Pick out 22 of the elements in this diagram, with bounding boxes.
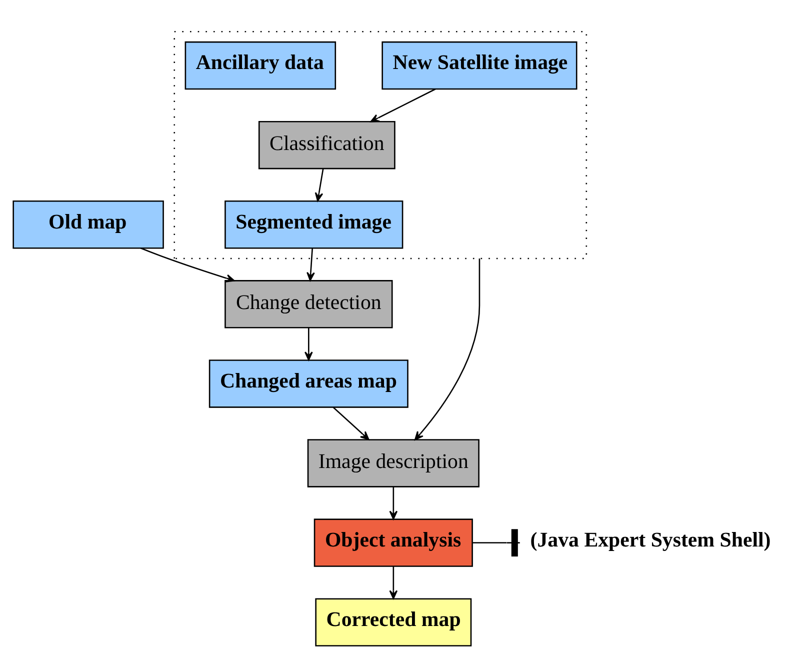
- node-box: Change detection: [224, 280, 393, 328]
- arrow: [389, 486, 398, 520]
- arrow: [140, 247, 235, 282]
- arrow: [304, 327, 313, 360]
- arrow: [332, 406, 370, 440]
- node-box: New Satellite image: [382, 40, 578, 90]
- arrow: [389, 566, 398, 599]
- arrow: [370, 88, 436, 122]
- node-box: Ancillary data: [184, 40, 336, 90]
- node-box: Image description: [307, 438, 480, 487]
- node-box: Classification: [258, 120, 396, 169]
- node-box: Changed areas map: [208, 359, 408, 408]
- arrow: [314, 168, 324, 201]
- connector: [472, 528, 520, 556]
- node-box: Object analysis: [314, 518, 473, 566]
- arrow: [306, 248, 315, 281]
- node-text: (Java Expert System Shell): [530, 526, 771, 551]
- node-box: Old map: [12, 200, 164, 248]
- node-box: Segmented image: [224, 200, 404, 248]
- arrow: [414, 258, 480, 440]
- node-box: Corrected map: [315, 598, 472, 646]
- cluster: [174, 30, 588, 259]
